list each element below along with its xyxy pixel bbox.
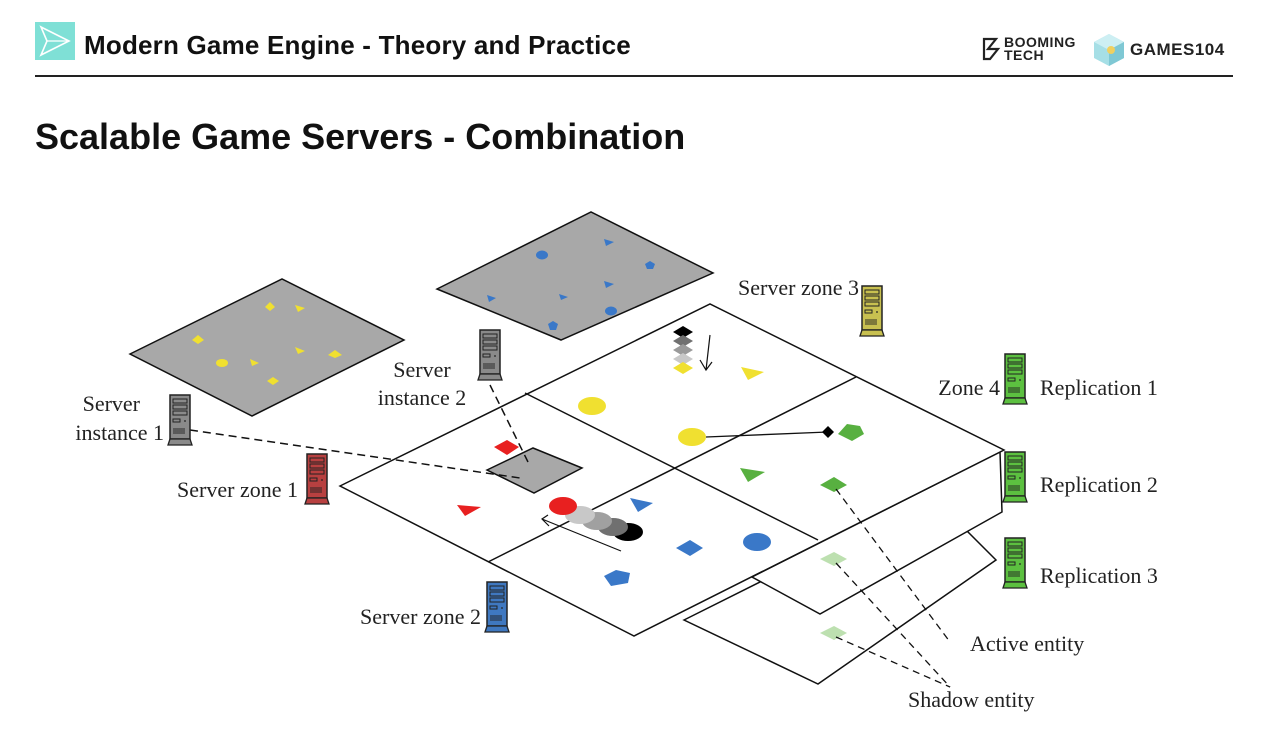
- instance-plane-2: [435, 211, 715, 341]
- server-instance-1-label-line1: Server: [83, 391, 141, 416]
- blue-triangle-entity: [604, 281, 614, 288]
- yellow-triangle-entity: [741, 367, 764, 380]
- yellow-diamond-entity: [265, 302, 275, 311]
- green-active-entity: [820, 477, 847, 492]
- yellow-triangle-entity: [295, 305, 305, 312]
- zone-4-replication-3-server-icon: [1002, 537, 1028, 589]
- course-title: Modern Game Engine - Theory and Practice: [84, 30, 631, 60]
- replication-3-label: Replication 3: [1040, 563, 1158, 588]
- red-circle-entity: [549, 497, 577, 515]
- games104-cube-icon: [1094, 34, 1124, 66]
- yellow-diamond-entity: [192, 335, 204, 344]
- server-zone-2-icon: [484, 581, 510, 633]
- blue-triangle-entity: [630, 498, 653, 512]
- main-world-plane: [338, 303, 1006, 637]
- zone-4-label: Zone 4: [938, 375, 1000, 400]
- instance-plane-1: [128, 278, 406, 417]
- link-endpoint-diamond: [822, 426, 834, 438]
- blue-circle-entity: [605, 306, 617, 316]
- server-zone-1-label: Server zone 1: [177, 477, 298, 502]
- shadow-entity-label: Shadow entity: [908, 687, 1035, 712]
- blue-pentagon-entity: [645, 261, 655, 269]
- yellow-diamond-entity: [267, 377, 279, 385]
- blue-circle-entity: [536, 250, 548, 260]
- booming-tech-logo: BOOMING TECH: [982, 34, 1076, 63]
- yellow-circle-entity: [678, 428, 706, 446]
- header-divider: [35, 75, 1233, 77]
- yellow-diamond-entity: [328, 350, 342, 358]
- blue-triangle-entity: [487, 295, 496, 302]
- shadow-entity-2: [820, 626, 847, 640]
- moving-entity-trail: [541, 497, 643, 552]
- tech-text: TECH: [1004, 47, 1045, 63]
- server-instance-2-label-line1: Server: [393, 357, 451, 382]
- yellow-circle-entity: [578, 397, 606, 415]
- blue-triangle-entity: [604, 239, 614, 246]
- slide-title: Scalable Game Servers - Combination: [35, 116, 686, 157]
- red-triangle-entity: [457, 505, 481, 516]
- zone-3-entities: [578, 326, 764, 446]
- blue-pentagon-entity: [604, 570, 630, 586]
- active-entity-label: Active entity: [970, 631, 1084, 656]
- server-instance-2-icon: [477, 329, 503, 381]
- yellow-triangle-entity: [250, 359, 259, 366]
- movement-arrow-left: [541, 514, 622, 552]
- course-logo-icon: [35, 22, 75, 60]
- server-zone-3-label: Server zone 3: [738, 275, 859, 300]
- blue-pentagon-entity: [548, 321, 558, 330]
- booming-text: BOOMING: [1004, 34, 1076, 50]
- green-triangle-entity: [740, 468, 765, 482]
- instance-region: [485, 447, 584, 494]
- blue-diamond-entity: [676, 540, 703, 556]
- yellow-diamond-entity: [673, 362, 693, 374]
- yellow-triangle-entity: [295, 347, 305, 354]
- green-pentagon-entity: [838, 424, 864, 441]
- zone-4-replication-2-server-icon: [1002, 451, 1028, 503]
- server-zone-2-label: Server zone 2: [360, 604, 481, 629]
- light-grey-diamond-trail: [673, 353, 693, 365]
- yellow-circle-entity: [216, 359, 228, 367]
- server-instance-2-label-line2: instance 2: [378, 385, 467, 410]
- red-diamond-entity: [494, 440, 519, 455]
- black-diamond-trail: [673, 326, 693, 338]
- server-zone-1-icon: [304, 453, 330, 505]
- server-zone-3-icon: [859, 285, 885, 337]
- entity-link-line: [705, 431, 829, 438]
- replication-1-label: Replication 1: [1040, 375, 1158, 400]
- dark-grey-diamond-trail: [673, 335, 693, 347]
- grey-diamond-trail: [673, 344, 693, 356]
- movement-arrow-down: [699, 334, 713, 372]
- instance-links: [189, 384, 529, 479]
- server-instance-1-icon: [167, 394, 193, 446]
- entity-callout-lines: [835, 488, 951, 688]
- blue-triangle-entity: [559, 294, 568, 300]
- server-instance-1-label-line2: instance 1: [75, 420, 164, 445]
- blue-circle-entity: [743, 533, 771, 551]
- games104-logo: GAMES104: [1130, 40, 1225, 59]
- booming-tech-icon: [982, 37, 1001, 61]
- shadow-entity-1: [820, 552, 847, 566]
- zone-4-replication-1-server-icon: [1002, 353, 1028, 405]
- replication-2-label: Replication 2: [1040, 472, 1158, 497]
